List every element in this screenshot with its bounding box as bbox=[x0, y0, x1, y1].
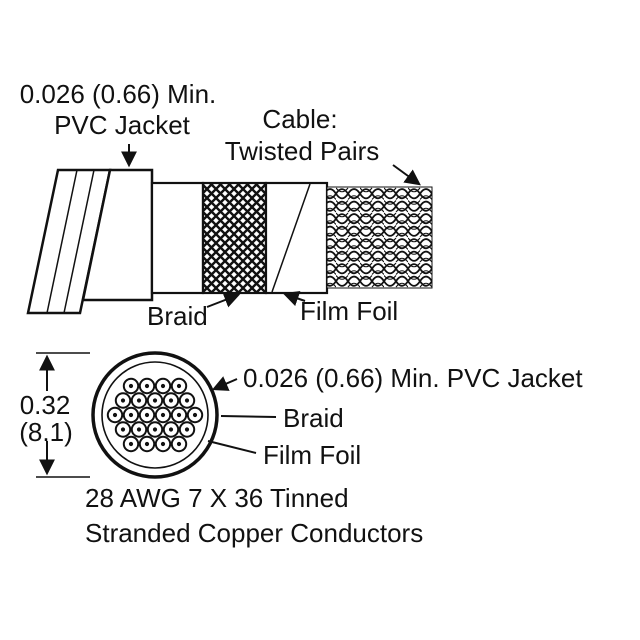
conductor-core bbox=[168, 427, 174, 432]
conductor-core bbox=[136, 427, 142, 432]
conductor-core bbox=[160, 383, 166, 389]
cable-cross-section: 0.32 (8.1) 0.026 (0.66) Min. PVC Jacket … bbox=[19, 351, 583, 548]
conductor-core bbox=[128, 412, 134, 418]
conductor-core bbox=[152, 398, 158, 403]
conductor-core bbox=[120, 398, 126, 403]
jacket-sleeve bbox=[26, 168, 112, 315]
conductor-core bbox=[128, 383, 134, 389]
jacket-sleeve-shading-line bbox=[63, 169, 95, 314]
conductor-core bbox=[160, 412, 166, 418]
jacket-label-line2: PVC Jacket bbox=[54, 110, 191, 140]
conductor-core bbox=[176, 412, 182, 418]
inner-layer-segment bbox=[150, 181, 205, 295]
conductor-core bbox=[144, 383, 150, 389]
conductor-core bbox=[184, 427, 190, 432]
film-foil-seam-line bbox=[271, 183, 311, 293]
diameter-value-in: 0.32 bbox=[20, 390, 71, 420]
cable-label-line1: Cable: bbox=[262, 104, 337, 134]
conductor-core bbox=[144, 441, 150, 447]
conductor-core bbox=[168, 398, 174, 403]
jacket-sleeve-shading-line bbox=[46, 169, 78, 314]
film-foil-arrow bbox=[282, 290, 306, 307]
twisted-pairs-segment bbox=[326, 186, 433, 289]
conductor-core bbox=[176, 441, 182, 447]
conductor-core bbox=[152, 427, 158, 432]
film-foil-leader-line bbox=[207, 440, 257, 454]
film-foil-cross-label: Film Foil bbox=[263, 440, 361, 470]
conductor-core bbox=[192, 412, 198, 418]
conductor-core bbox=[112, 412, 118, 418]
jacket-cut-face bbox=[81, 168, 154, 302]
conductor-core bbox=[144, 412, 150, 418]
conductor-core bbox=[136, 398, 142, 403]
diameter-value-mm: (8.1) bbox=[19, 417, 72, 447]
cable-side-view: 0.026 (0.66) Min. PVC Jacket Cable: Twis… bbox=[20, 79, 433, 331]
conductor-core bbox=[128, 441, 134, 447]
braid-segment bbox=[201, 181, 268, 295]
film-foil-side-label: Film Foil bbox=[300, 296, 398, 326]
conductor-note-line2: Stranded Copper Conductors bbox=[85, 518, 423, 548]
conductor-core bbox=[176, 383, 182, 389]
conductor-core bbox=[120, 427, 126, 432]
twisted-pairs-arrow bbox=[392, 164, 421, 186]
braid-arrow bbox=[206, 292, 241, 308]
jacket-cross-label: 0.026 (0.66) Min. PVC Jacket bbox=[243, 363, 583, 393]
braid-foil-circle bbox=[101, 361, 209, 469]
film-foil-segment bbox=[264, 181, 329, 295]
jacket-label-line1: 0.026 (0.66) Min. bbox=[20, 79, 217, 109]
jacket-leader-arrow bbox=[211, 376, 238, 391]
conductor-core bbox=[160, 441, 166, 447]
conductor-note-line1: 28 AWG 7 X 36 Tinned bbox=[85, 483, 349, 513]
braid-side-label: Braid bbox=[147, 301, 208, 331]
conductor-bundle bbox=[106, 377, 204, 453]
conductor-core bbox=[184, 398, 190, 403]
braid-cross-label: Braid bbox=[283, 403, 344, 433]
braid-leader-line bbox=[220, 415, 277, 418]
cable-label-line2: Twisted Pairs bbox=[225, 136, 380, 166]
